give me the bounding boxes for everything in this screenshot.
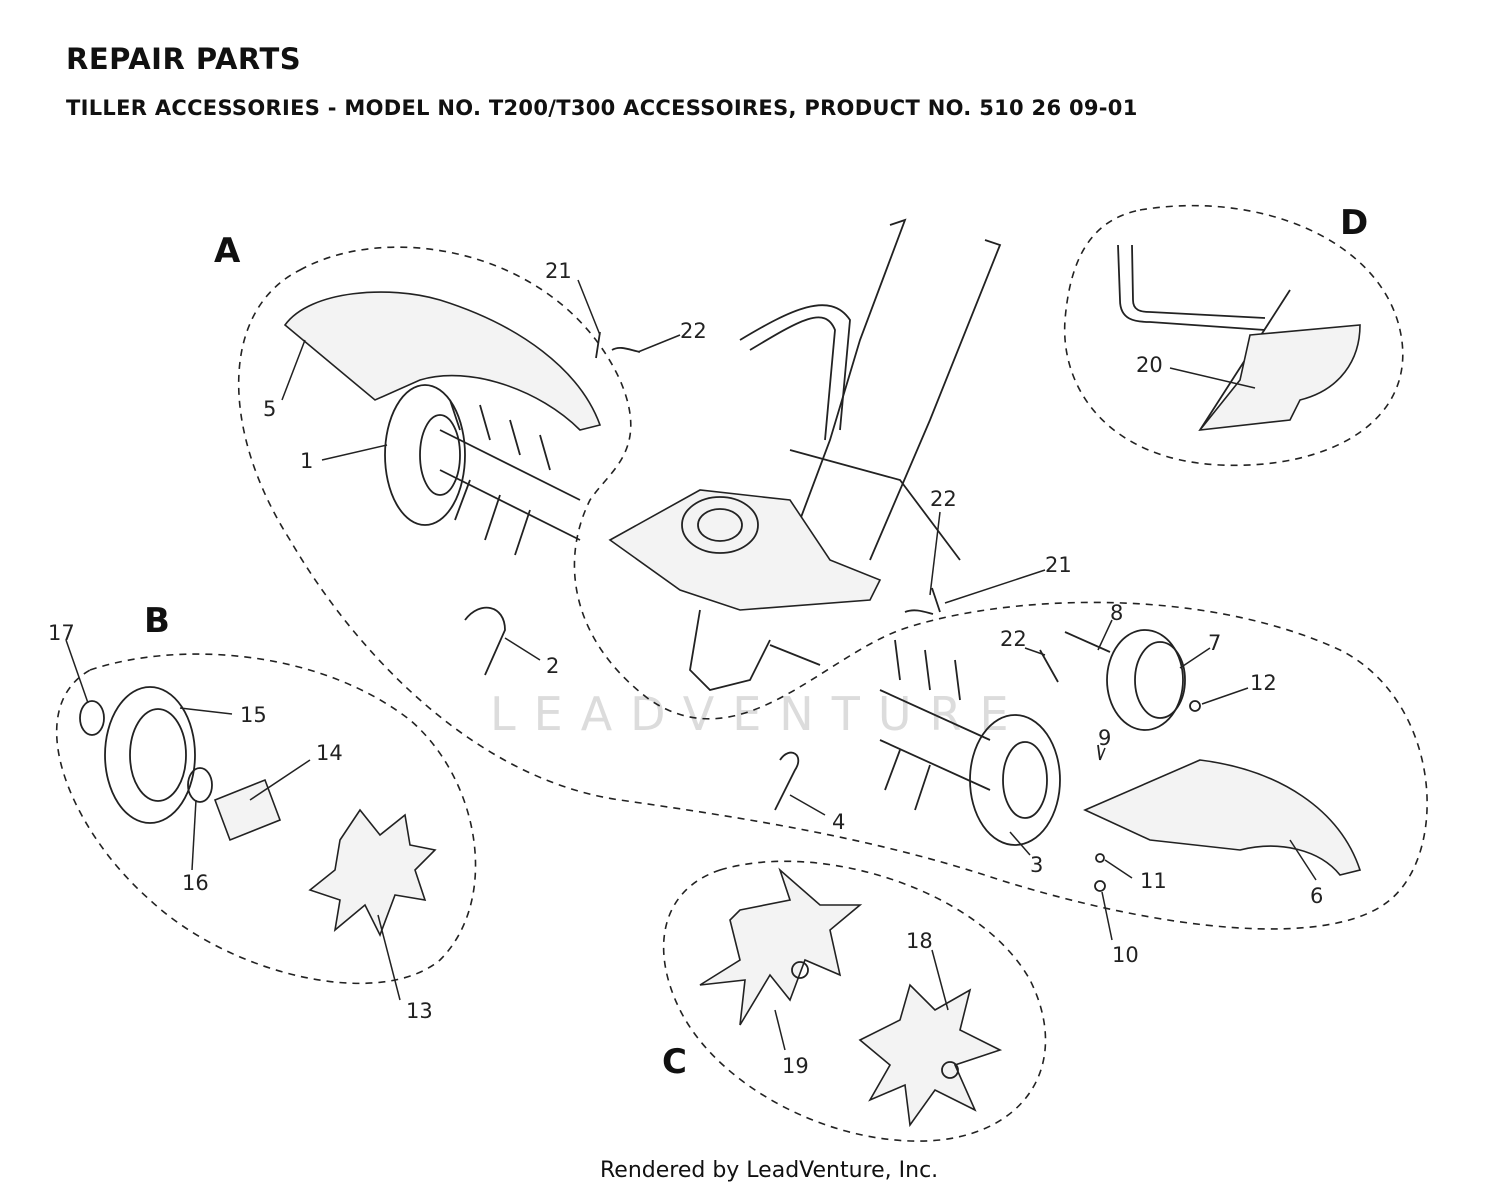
callout-22-center: 22 (930, 487, 957, 511)
footer-credit: Rendered by LeadVenture, Inc. (600, 1158, 939, 1183)
callout-15: 15 (240, 703, 267, 727)
group-a-outline (237, 246, 1428, 930)
group-d-parts (1117, 244, 1361, 432)
callout-1: 1 (300, 449, 313, 473)
callout-21-top: 21 (545, 259, 572, 283)
callout-12: 12 (1250, 671, 1277, 695)
page-title: REPAIR PARTS (66, 42, 302, 76)
callout-9: 9 (1098, 726, 1111, 750)
group-d-outline (1063, 204, 1404, 467)
group-a-parts (283, 291, 602, 676)
callout-22-right: 22 (1000, 627, 1027, 651)
callout-11: 11 (1140, 869, 1167, 893)
callout-17: 17 (48, 621, 75, 645)
group-a-right-parts (774, 629, 1362, 876)
group-label-c: C (662, 1042, 687, 1082)
callout-22-top: 22 (680, 319, 707, 343)
group-c-parts (699, 867, 1003, 1128)
tiller-frame (608, 218, 1002, 691)
group-c-outline (662, 860, 1047, 1142)
callout-10: 10 (1112, 943, 1139, 967)
callout-21-right: 21 (1045, 553, 1072, 577)
group-b-parts (79, 686, 437, 937)
group-label-a: A (214, 231, 241, 271)
callout-6: 6 (1310, 884, 1323, 908)
callout-20: 20 (1136, 353, 1163, 377)
callout-16: 16 (182, 871, 209, 895)
callout-2: 2 (546, 654, 559, 678)
group-b-outline (55, 653, 477, 985)
callout-19: 19 (782, 1054, 809, 1078)
callout-14: 14 (316, 741, 343, 765)
callout-8: 8 (1110, 601, 1123, 625)
callout-18: 18 (906, 929, 933, 953)
callout-4: 4 (832, 810, 845, 834)
callout-13: 13 (406, 999, 433, 1023)
page-subtitle: TILLER ACCESSORIES - MODEL NO. T200/T300… (66, 96, 1138, 120)
group-label-d: D (1340, 203, 1368, 243)
group-label-b: B (144, 601, 170, 641)
watermark: LEADVENTURE (490, 687, 1027, 741)
callout-5: 5 (263, 397, 276, 421)
hardware (595, 331, 1201, 892)
leader-lines (65, 279, 1317, 1051)
callout-3: 3 (1030, 853, 1043, 877)
callout-7: 7 (1208, 631, 1221, 655)
